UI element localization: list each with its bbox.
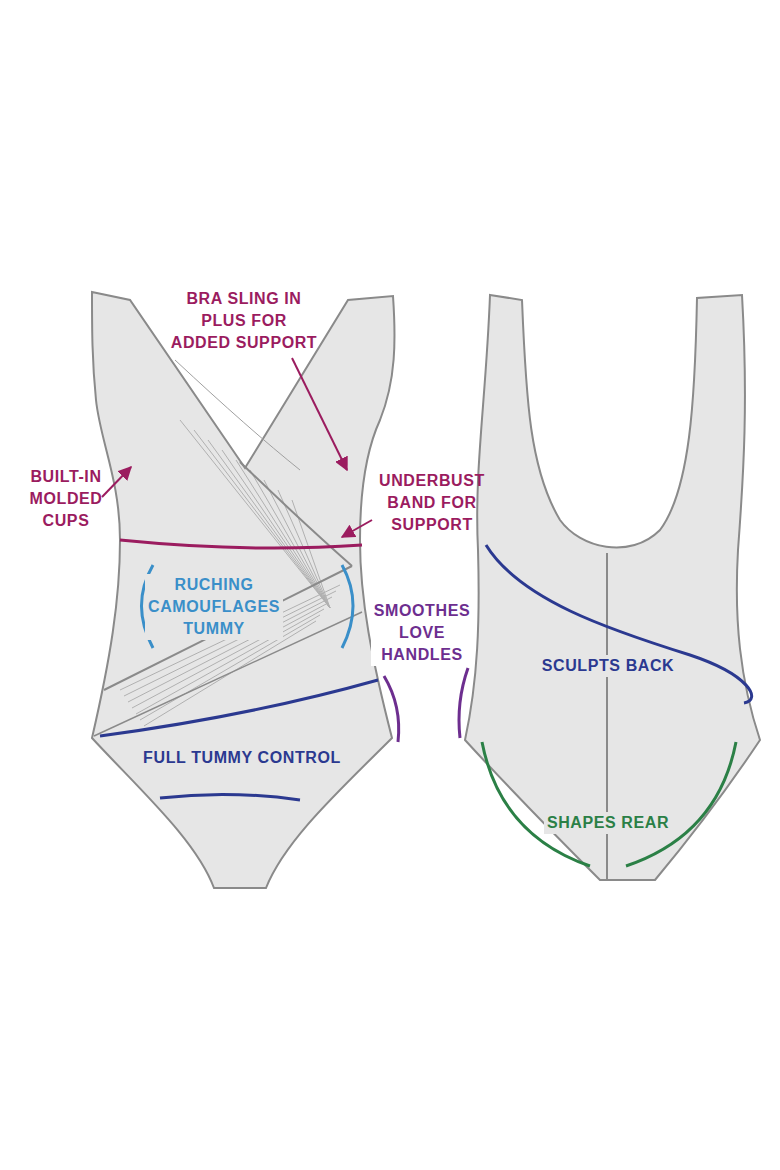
love-handle-arc-back xyxy=(459,668,468,738)
shapes-rear-right xyxy=(626,742,736,866)
wrap-edge xyxy=(240,462,352,566)
leader-arrow xyxy=(292,358,347,470)
wrap-left-panel xyxy=(175,360,300,470)
callout-label: FULL TUMMY CONTROL xyxy=(140,747,344,769)
callout-label: UNDERBUST BAND FOR SUPPORT xyxy=(376,470,488,536)
callout-label: RUCHING CAMOUFLAGES TUMMY xyxy=(145,574,283,640)
callout-label: SHAPES REAR xyxy=(544,812,672,834)
back-outline xyxy=(465,295,760,880)
leader-arrow xyxy=(342,520,372,537)
callout-label: SCULPTS BACK xyxy=(539,655,678,677)
callout-label: SMOOTHES LOVE HANDLES xyxy=(371,600,473,666)
underbust-band xyxy=(120,540,362,548)
callout-label: BRA SLING IN PLUS FOR ADDED SUPPORT xyxy=(168,288,320,354)
shapes-rear-left xyxy=(482,742,590,866)
ruching-lines xyxy=(120,420,340,726)
callout-label: BUILT-IN MOLDED CUPS xyxy=(27,466,106,532)
ruching-bracket-right xyxy=(342,565,353,648)
wrap-band-top xyxy=(104,566,352,690)
sculpt-back-arc xyxy=(486,545,752,703)
leader-arrow xyxy=(102,467,131,497)
love-handle-arc-front xyxy=(384,676,399,742)
tummy-control-curve xyxy=(100,680,378,736)
front-outline xyxy=(92,292,395,888)
tummy-control-lower xyxy=(160,794,300,800)
